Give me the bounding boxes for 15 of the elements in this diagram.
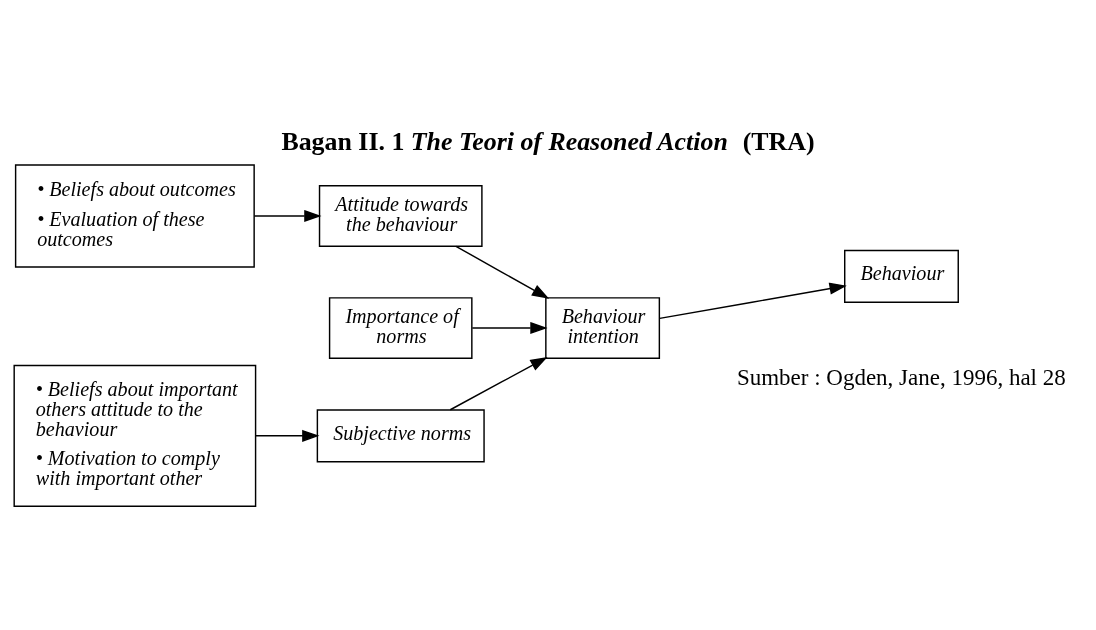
arrow (455, 245, 550, 299)
arrow (255, 429, 320, 442)
diagram-title: Bagan II. 1 The Teori of Reasoned Action (TRA) (281, 126, 815, 156)
node-box: Behaviour (844, 249, 959, 303)
node-box: Attitude towards the behaviour (318, 184, 483, 247)
arrow (659, 282, 847, 319)
arrow (471, 321, 548, 334)
node-box: Behaviour intention (545, 296, 661, 359)
node-box: Importance of norms (328, 296, 473, 359)
arrow (253, 209, 322, 222)
arrow (449, 356, 548, 410)
node-box: Subjective norms (316, 408, 485, 462)
node-box: • Beliefs about important others attitude to the behaviour • Motivation to comply with important other (13, 364, 257, 507)
label: Sumber : Ogden, Jane, 1996, hal 28 (736, 364, 1066, 390)
node-box: • Beliefs about outcomes • Evaluation of these outcomes (14, 163, 255, 268)
